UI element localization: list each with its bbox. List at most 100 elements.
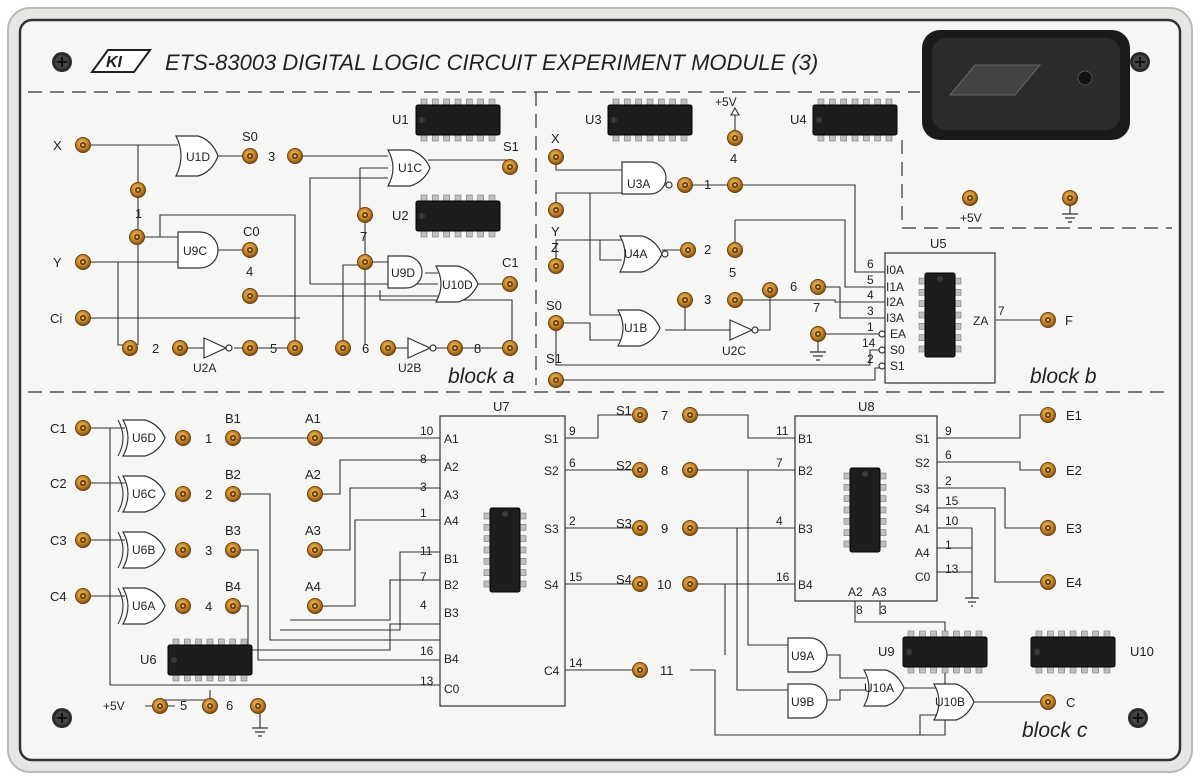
- jack-5a[interactable]: [242, 340, 258, 356]
- jack-xor-1[interactable]: [175, 430, 191, 446]
- jack-a4[interactable]: [307, 598, 323, 614]
- jack-1b[interactable]: [727, 177, 743, 193]
- jack-1[interactable]: [130, 182, 146, 198]
- jack-7[interactable]: [682, 407, 698, 423]
- jack-vcc[interactable]: [962, 190, 978, 206]
- jack-c1[interactable]: [75, 420, 91, 436]
- jack-xor-3[interactable]: [175, 542, 191, 558]
- jack-c4[interactable]: [75, 588, 91, 604]
- jack-9[interactable]: [682, 520, 698, 536]
- jack-2a[interactable]: [122, 340, 138, 356]
- jack-4[interactable]: [727, 130, 743, 146]
- pin-number: 9: [569, 424, 576, 438]
- jack-ci[interactable]: [75, 310, 91, 326]
- jack-10[interactable]: [682, 576, 698, 592]
- pin-label: C4: [544, 664, 560, 678]
- jack-e4[interactable]: [1040, 574, 1056, 590]
- pin-number: 7: [776, 456, 783, 470]
- gate-label: U6C: [132, 487, 156, 501]
- jack-3a[interactable]: [677, 292, 693, 308]
- jack-8[interactable]: [682, 462, 698, 478]
- jack-c3[interactable]: [75, 532, 91, 548]
- node-label: 2: [152, 341, 159, 356]
- jack-6a[interactable]: [762, 282, 778, 298]
- jack-a3[interactable]: [307, 542, 323, 558]
- pin-number: 1: [420, 506, 427, 520]
- jack-s0[interactable]: [242, 148, 258, 164]
- jack-1b[interactable]: [129, 229, 145, 245]
- jack-2b[interactable]: [727, 242, 743, 258]
- jack-c1[interactable]: [502, 276, 518, 292]
- jack-e1[interactable]: [1040, 407, 1056, 423]
- pin-number: 9: [945, 424, 952, 438]
- jack-x[interactable]: [75, 137, 91, 153]
- jack-xor-2[interactable]: [175, 486, 191, 502]
- jack-x[interactable]: [548, 149, 564, 165]
- jack-s1[interactable]: [548, 372, 564, 388]
- jack-gnd[interactable]: [1062, 190, 1078, 206]
- jack-z[interactable]: [548, 258, 564, 274]
- jack-b3[interactable]: [225, 542, 241, 558]
- jack-b4[interactable]: [225, 598, 241, 614]
- or-gate: [616, 309, 661, 347]
- jack-7[interactable]: [810, 326, 826, 342]
- jack-5b[interactable]: [287, 340, 303, 356]
- node-label: 1: [135, 206, 142, 221]
- output-label-e: E1: [1066, 408, 1082, 423]
- jack-s4[interactable]: [632, 576, 648, 592]
- block-label: block a: [448, 365, 515, 388]
- jack-6b[interactable]: [380, 340, 396, 356]
- jack-6[interactable]: [250, 698, 266, 714]
- jack-c2[interactable]: [75, 475, 91, 491]
- jack-6a[interactable]: [335, 340, 351, 356]
- pin-label: A2: [444, 460, 459, 474]
- pin-number: 15: [945, 494, 959, 508]
- output-label-s1: S1: [503, 139, 519, 154]
- jack-y[interactable]: [548, 202, 564, 218]
- jack-s0[interactable]: [548, 315, 564, 331]
- jack-s2[interactable]: [632, 462, 648, 478]
- node-label: 3: [704, 292, 711, 307]
- jack-s3[interactable]: [632, 520, 648, 536]
- not-gate: [407, 337, 432, 359]
- input-label-a: A4: [305, 579, 321, 594]
- jack-e2[interactable]: [1040, 462, 1056, 478]
- gate-label: U10D: [442, 278, 473, 292]
- block-c: U7 U8 U6D U6C U6B U6A U9A U: [50, 399, 1088, 742]
- jack-y[interactable]: [75, 254, 91, 270]
- jack-f[interactable]: [1040, 312, 1056, 328]
- jack-b1[interactable]: [225, 430, 241, 446]
- jack-8a[interactable]: [447, 340, 463, 356]
- jack-a1[interactable]: [307, 430, 323, 446]
- jack-c4-out[interactable]: [632, 662, 648, 678]
- jack-s1[interactable]: [502, 159, 518, 175]
- jack-b2[interactable]: [225, 486, 241, 502]
- pin-label: B1: [798, 432, 813, 446]
- jack-e3[interactable]: [1040, 520, 1056, 536]
- chip-label: U7: [493, 399, 510, 414]
- jack-1a[interactable]: [677, 177, 693, 193]
- jack-5[interactable]: [202, 698, 218, 714]
- jack-a2[interactable]: [307, 486, 323, 502]
- jack-3[interactable]: [287, 148, 303, 164]
- block-a: U1D U1C U9C U9D U10D U2A U2B X Y Ci S0 S…: [50, 129, 519, 388]
- jack-c0[interactable]: [242, 242, 258, 258]
- jack-s1[interactable]: [632, 407, 648, 423]
- jack-xor-4[interactable]: [175, 598, 191, 614]
- jack-6b[interactable]: [810, 279, 826, 295]
- jack-7b[interactable]: [357, 254, 373, 270]
- jack-c-out[interactable]: [1040, 694, 1056, 710]
- output-label-s: S1: [616, 403, 632, 418]
- chip-label: U3: [585, 112, 602, 127]
- power-connector[interactable]: [922, 30, 1130, 140]
- jack-8b[interactable]: [502, 340, 518, 356]
- jack-2b[interactable]: [172, 340, 188, 356]
- jack-vcc[interactable]: [152, 698, 168, 714]
- gate-label: U9A: [791, 649, 814, 663]
- jack-4[interactable]: [242, 288, 258, 304]
- block-label: block c: [1022, 719, 1088, 742]
- pin-number: 8: [420, 452, 427, 466]
- jack-2a[interactable]: [680, 242, 696, 258]
- jack-7[interactable]: [357, 207, 373, 223]
- jack-3b[interactable]: [727, 292, 743, 308]
